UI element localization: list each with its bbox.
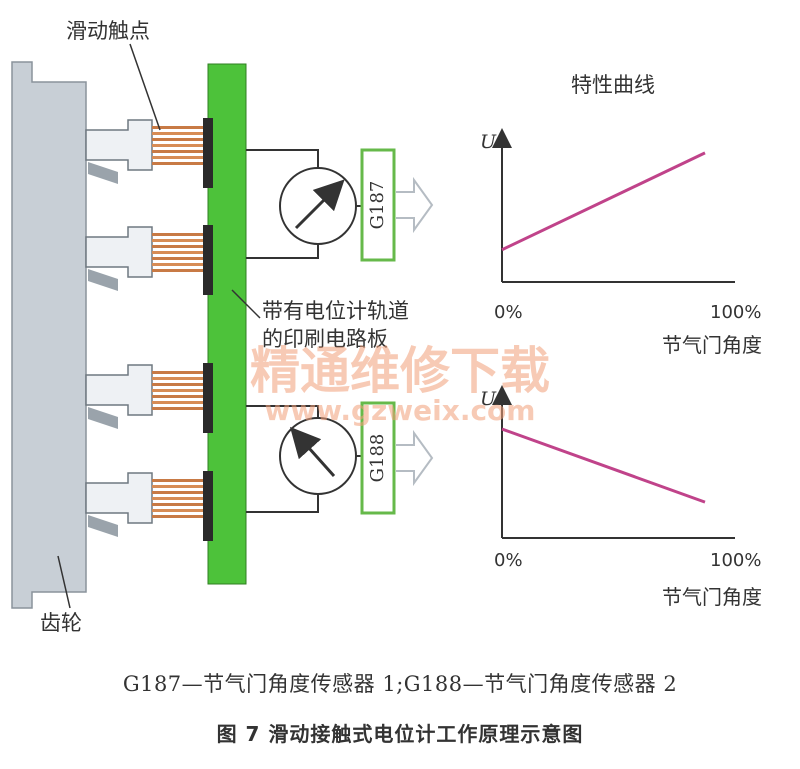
circuit-1-wiring: [246, 149, 319, 259]
chart-1-x-tick-0: 0%: [494, 302, 523, 323]
sensor-g188-label: G188: [367, 434, 388, 483]
chart-2-x-label: 节气门角度: [662, 585, 762, 609]
wiper-assembly-1: [85, 119, 208, 184]
sensor-g187-label: G187: [367, 181, 388, 230]
figure-caption: 图 7 滑动接触式电位计工作原理示意图: [216, 722, 584, 746]
gear: [11, 61, 87, 609]
characteristic-curve-title: 特性曲线: [571, 73, 655, 97]
chart-2: U 0% 100% 节气门角度: [480, 385, 762, 609]
potentiometer-track-1: [203, 118, 213, 188]
sliding-contact-leader: [129, 43, 161, 131]
printed-circuit-board: [207, 63, 247, 585]
pcb-label-line1: 带有电位计轨道: [262, 299, 409, 323]
sliding-contact-label: 滑动触点: [66, 19, 150, 43]
potentiometer-track-4: [203, 471, 213, 541]
potentiometer-track-2: [203, 225, 213, 295]
gear-leader: [57, 555, 71, 609]
wiper-assembly-4: [85, 472, 208, 537]
chart-1-x-tick-1: 100%: [710, 302, 761, 323]
chart-1: U 0% 100% 节气门角度: [480, 128, 762, 357]
gear-label: 齿轮: [40, 611, 82, 635]
wiper-assembly-2: [85, 226, 208, 291]
legend-caption: G187—节气门角度传感器 1;G188—节气门角度传感器 2: [122, 672, 678, 696]
chart-1-series-line: [501, 151, 706, 252]
chart-2-x-tick-0: 0%: [494, 550, 523, 571]
watermark-url: www.gzweix.com: [265, 394, 536, 427]
circuit-2-wiring: [246, 405, 319, 513]
watermark-title: 精通维修下载: [250, 342, 550, 400]
chart-2-y-label: U: [480, 388, 497, 410]
watermark: 精通维修下载 www.gzweix.com: [250, 342, 550, 427]
chart-1-x-label: 节气门角度: [662, 333, 762, 357]
output-arrow-2: [396, 429, 434, 487]
sensor-g188-box: G188: [360, 401, 396, 515]
pcb-leader: [231, 289, 261, 319]
chart-2-series-line: [501, 427, 706, 504]
chart-1-y-label: U: [480, 131, 497, 153]
voltmeter-2: [279, 417, 357, 495]
sensor-g187-box: G187: [360, 148, 396, 262]
potentiometer-track-3: [203, 363, 213, 433]
pcb-label-line2: 的印刷电路板: [262, 327, 388, 351]
output-arrow-1: [396, 176, 434, 234]
wiper-assembly-3: [85, 364, 208, 429]
chart-2-x-tick-1: 100%: [710, 550, 761, 571]
voltmeter-1: [279, 167, 357, 245]
